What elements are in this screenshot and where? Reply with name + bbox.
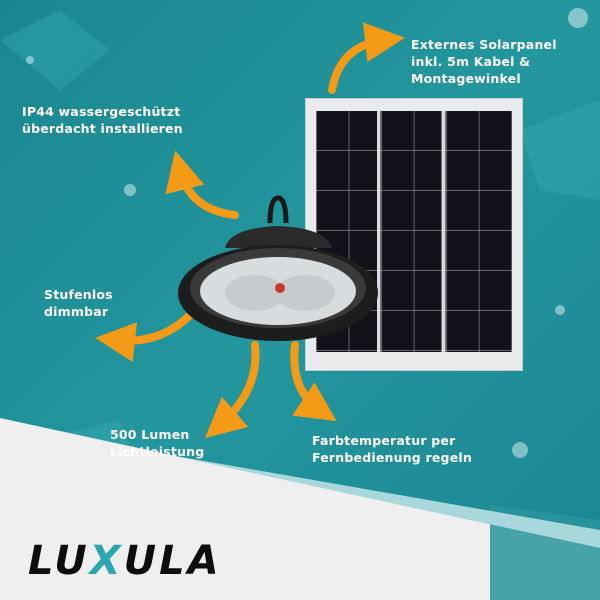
arrow-dimmable [95,311,194,363]
label-color-temp: Farbtemperatur per Fernbedienung regeln [312,432,472,466]
label-line: Farbtemperatur per [312,433,456,448]
arrow-lumen [204,341,260,439]
label-line: Stufenlos [44,287,113,302]
ufo-lamp-image [178,195,378,341]
arrow-color-temp [290,341,337,422]
bottom-panel [0,418,600,600]
label-line: dimmbar [44,304,109,319]
label-line: IP44 wassergeschützt [22,104,181,119]
label-dimmable: Stufenlos dimmbar [44,286,113,320]
label-line: Externes Solarpanel [411,37,557,52]
label-solar-panel: Externes Solarpanel inkl. 5m Kabel & Mon… [411,36,557,87]
label-line: 500 Lumen [110,427,190,442]
label-line: inkl. 5m Kabel & [411,54,531,69]
luxula-logo: LUXULA [28,538,222,584]
label-line: Montagewinkel [411,71,521,86]
label-line: Lichtleistung [110,444,205,459]
label-ip44: IP44 wassergeschützt überdacht installie… [22,103,183,137]
label-line: überdacht installieren [22,121,183,136]
label-lumen: 500 Lumen Lichtleistung [110,426,204,460]
label-line: Fernbedienung regeln [312,450,472,465]
arrow-solar [328,22,405,94]
arrow-ip44 [165,150,239,219]
